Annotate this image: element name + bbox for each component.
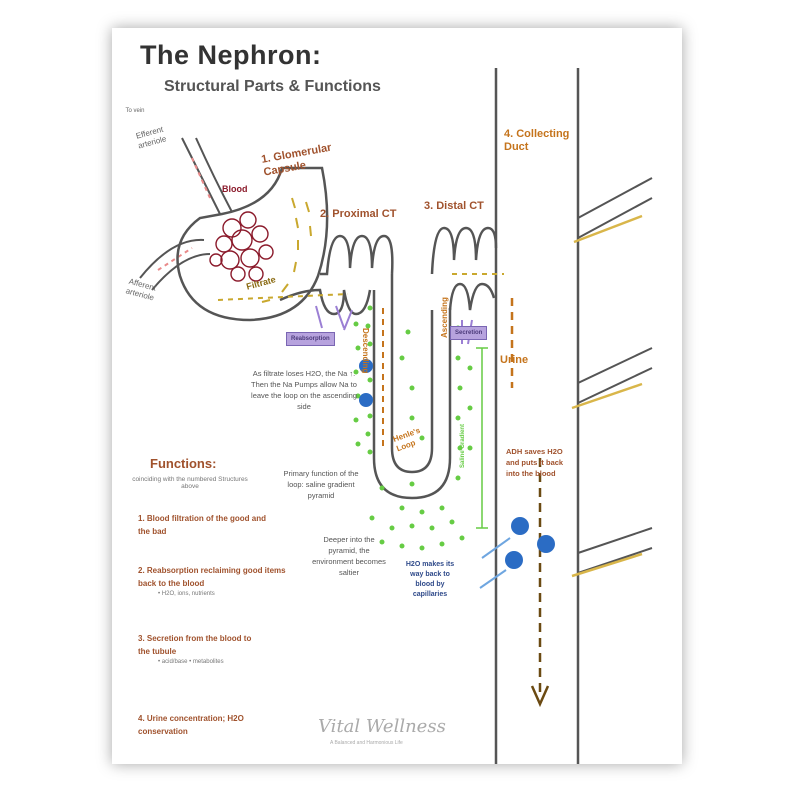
arrow-water-1 [574,216,642,242]
capillary-lower [578,528,652,573]
label-descending: Descending [359,328,372,373]
brand-tagline: A Balanced and Harmonious Life [330,740,403,746]
proximal-tubule-top [320,236,392,274]
function-item-3: 3. Secretion from the blood to the tubul… [138,632,258,667]
diagram-sheet: The Nephron: Structural Parts & Function… [112,28,682,764]
note-deeper-saltier: Deeper into the pyramid, the environment… [308,534,390,578]
label-proximal-ct: 2. Proximal CT [320,208,400,221]
label-distal-ct: 3. Distal CT [424,200,494,213]
saline-gradient-bar [476,348,488,528]
functions-heading: Functions: [150,456,216,471]
function-item-detail: • acid/base • metabolites [138,658,258,667]
note-adh: ADH saves H2O and puts it back into the … [506,446,578,479]
tag-reabsorption: Reabsorption [286,332,335,346]
glomerular-capsule [178,168,328,320]
label-to-vein: To vein [120,106,150,116]
brand-logo: Vital Wellness [318,716,446,737]
function-item-detail: • H2O, ions, nutrients [138,590,288,599]
note-filtrate-loses-water: As filtrate loses H2O, the Na ↑. Then th… [246,368,362,412]
reabsorption-arrows [316,306,352,330]
function-item-title: 1. Blood filtration of the good and the … [138,512,278,538]
label-urine: Urine [500,354,528,367]
efferent-arteriole [182,138,232,214]
functions-subheading: coinciding with the numbered Structures … [128,476,252,490]
function-item-title: 2. Reabsorption reclaiming good items ba… [138,564,288,590]
arrow-water-2 [572,384,642,408]
function-item-title: 3. Secretion from the blood to the tubul… [138,632,258,658]
distal-tubule-bottom [450,284,494,310]
function-item-title: 4. Urine concentration; H2O conservation [138,712,278,738]
tag-secretion: Secretion [450,326,487,340]
label-collecting-duct: 4. Collecting Duct [504,128,584,154]
arrow-water-3 [572,554,642,576]
note-water-to-blood: H2O makes its way back to blood by capil… [402,560,458,600]
distal-tubule-top [432,228,496,274]
function-item-4: 4. Urine concentration; H2O conservation [138,712,278,738]
capsule-filtrate-dashes [262,198,311,302]
capillary-upper [578,178,652,238]
label-blood: Blood [222,184,248,194]
function-item-2: 2. Reabsorption reclaiming good items ba… [138,564,288,599]
function-item-1: 1. Blood filtration of the good and the … [138,512,278,538]
proximal-tubule-bottom [280,290,370,314]
note-primary-function: Primary function of the loop: saline gra… [278,468,364,501]
capillary-middle [578,348,652,403]
label-saline-gradient: Saline Gradient [460,424,466,468]
glomerulus [210,212,273,281]
